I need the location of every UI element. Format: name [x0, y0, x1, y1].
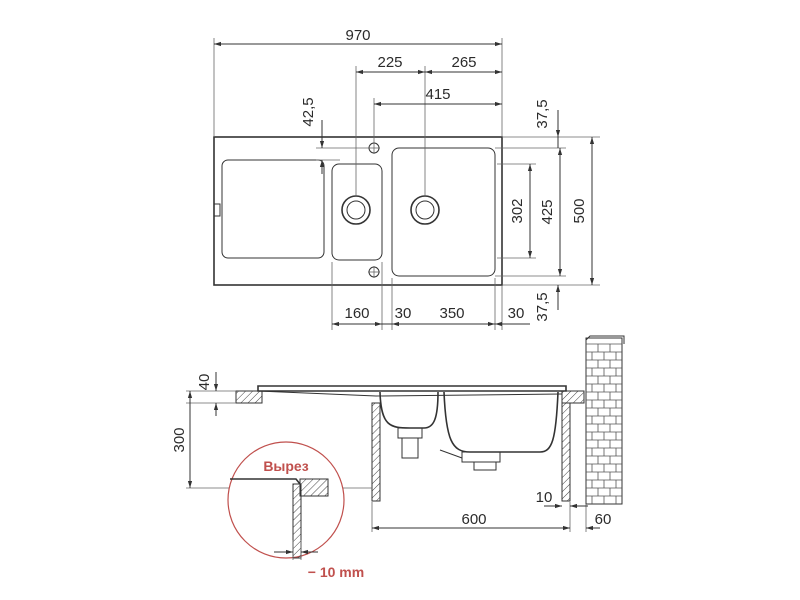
dim-rim-height: 40: [196, 374, 213, 391]
dim-total-depth: 500: [571, 198, 588, 223]
side-view: 40 300 10 600 60: [171, 335, 625, 532]
dim-large-to-edge: 415: [425, 86, 450, 103]
dim-tap-hole-offset: 42,5: [300, 97, 317, 126]
dim-gap-between: 30: [395, 305, 412, 322]
dim-wall-offset: 60: [595, 511, 612, 528]
countertop-right: [561, 390, 585, 404]
cutout-circle: [227, 441, 345, 559]
overflow-slot: [213, 203, 221, 217]
small-bowl: [331, 163, 383, 261]
dim-large-bowl-width: 350: [439, 305, 464, 322]
dim-offset-large-right: 265: [451, 54, 476, 71]
dim-edge-bottom: 37,5: [534, 292, 551, 321]
dim-wall-gap: 10: [536, 489, 553, 506]
cutout-detail: Вырез − 10 mm: [227, 441, 364, 580]
countertop-left: [235, 390, 263, 404]
sink-outline: [213, 136, 503, 286]
dim-edge-top: 37,5: [534, 99, 551, 128]
dim-offset-small: 225: [377, 54, 402, 71]
dim-total-width: 970: [345, 27, 370, 44]
large-bowl: [391, 147, 496, 277]
large-drain: [410, 195, 440, 225]
dim-small-bowl-width: 160: [344, 305, 369, 322]
dim-cabinet-height: 300: [171, 427, 188, 452]
cutout-label: Вырез: [263, 458, 308, 474]
cabinet-side-left: [371, 402, 381, 502]
dim-inner-depth: 425: [539, 199, 556, 224]
dim-bowl-depth: 302: [509, 198, 526, 223]
top-view: 970 225 265 415 42,5 37,5 302 425 500 37…: [213, 27, 600, 330]
dim-right-rim: 30: [508, 305, 525, 322]
small-bowl-section: [379, 391, 439, 429]
dim-cabinet-depth: 600: [461, 511, 486, 528]
large-bowl-section: [443, 391, 559, 453]
sink-rim: [257, 385, 567, 392]
cabinet-side-right: [561, 402, 571, 502]
drainboard: [221, 159, 325, 259]
small-drain: [341, 195, 371, 225]
cutout-tolerance: − 10 mm: [308, 564, 364, 580]
